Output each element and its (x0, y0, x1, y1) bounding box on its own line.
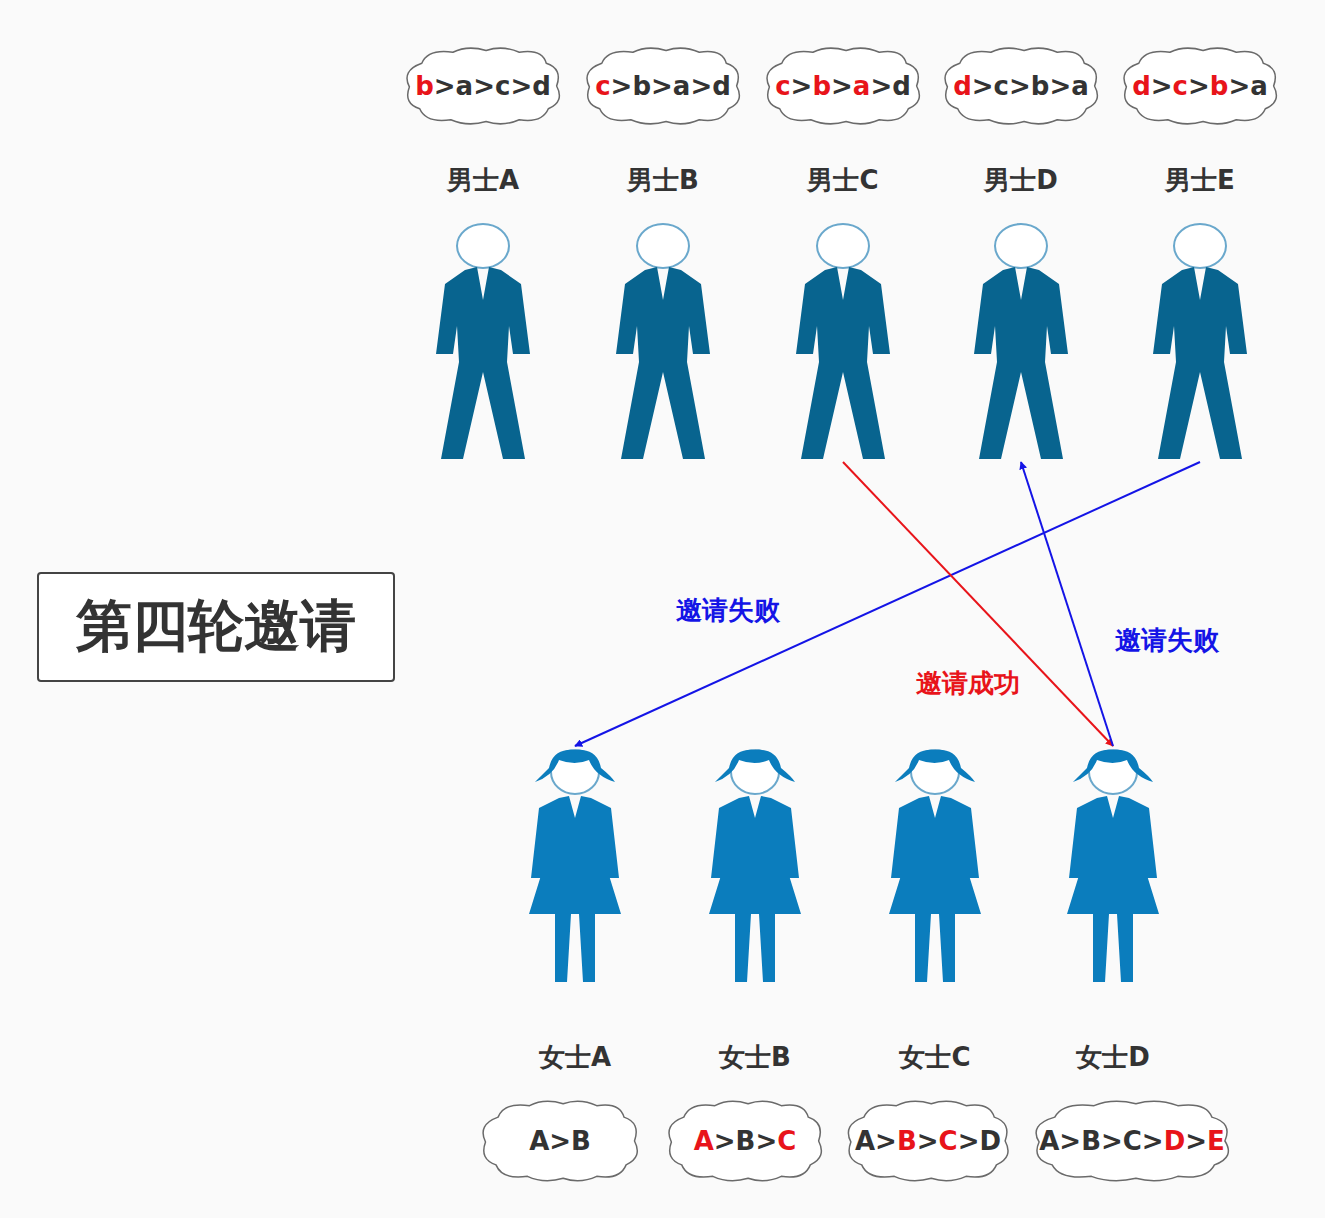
man-figure: 男士D (966, 163, 1076, 462)
title-box: 第四轮邀请 (37, 572, 395, 682)
title-text: 第四轮邀请 (76, 589, 356, 665)
edge-label: 邀请成功 (913, 666, 1023, 701)
preference-list: c>b>a>d (759, 71, 927, 101)
preference-cloud: d>c>b>a (1116, 45, 1284, 127)
preference-list: A>B (475, 1126, 645, 1156)
preference-cloud: b>a>c>d (399, 45, 567, 127)
woman-figure: 女士C (880, 746, 990, 1076)
woman-label: 女士C (860, 1040, 1010, 1075)
woman-icon (1063, 746, 1163, 986)
invitation-arrow (843, 462, 1113, 746)
man-label: 男士D (946, 163, 1096, 198)
woman-icon (705, 746, 805, 986)
woman-label: 女士D (1038, 1040, 1188, 1075)
woman-figure: 女士D (1058, 746, 1168, 1076)
edge-label: 邀请失败 (1112, 623, 1222, 658)
man-label: 男士E (1125, 163, 1275, 198)
man-icon (1150, 222, 1250, 462)
preference-list: A>B>C (661, 1126, 829, 1156)
preference-cloud: c>b>a>d (759, 45, 927, 127)
man-figure: 男士E (1145, 163, 1255, 462)
woman-icon (525, 746, 625, 986)
preference-cloud: d>c>b>a (937, 45, 1105, 127)
man-label: 男士C (768, 163, 918, 198)
man-label: 男士B (588, 163, 738, 198)
woman-figure: 女士A (520, 746, 630, 1076)
preference-list: A>B>C>D>E (1026, 1126, 1238, 1156)
man-figure: 男士B (608, 163, 718, 462)
preference-list: A>B>C>D (840, 1126, 1016, 1156)
man-icon (793, 222, 893, 462)
preference-cloud: A>B>C (661, 1098, 829, 1184)
preference-cloud: c>b>a>d (579, 45, 747, 127)
preference-cloud: A>B (475, 1098, 645, 1184)
preference-list: b>a>c>d (399, 71, 567, 101)
preference-list: d>c>b>a (937, 71, 1105, 101)
man-icon (613, 222, 713, 462)
invitation-arrow (575, 462, 1200, 746)
man-figure: 男士C (788, 163, 898, 462)
preference-cloud: A>B>C>D>E (1026, 1098, 1238, 1184)
woman-figure: 女士B (700, 746, 810, 1076)
man-figure: 男士A (428, 163, 538, 462)
man-icon (971, 222, 1071, 462)
preference-list: d>c>b>a (1116, 71, 1284, 101)
woman-icon (885, 746, 985, 986)
edge-label: 邀请失败 (673, 593, 783, 628)
woman-label: 女士A (500, 1040, 650, 1075)
man-label: 男士A (408, 163, 558, 198)
woman-label: 女士B (680, 1040, 830, 1075)
preference-cloud: A>B>C>D (840, 1098, 1016, 1184)
preference-list: c>b>a>d (579, 71, 747, 101)
invitation-arrow (1021, 462, 1113, 746)
man-icon (433, 222, 533, 462)
